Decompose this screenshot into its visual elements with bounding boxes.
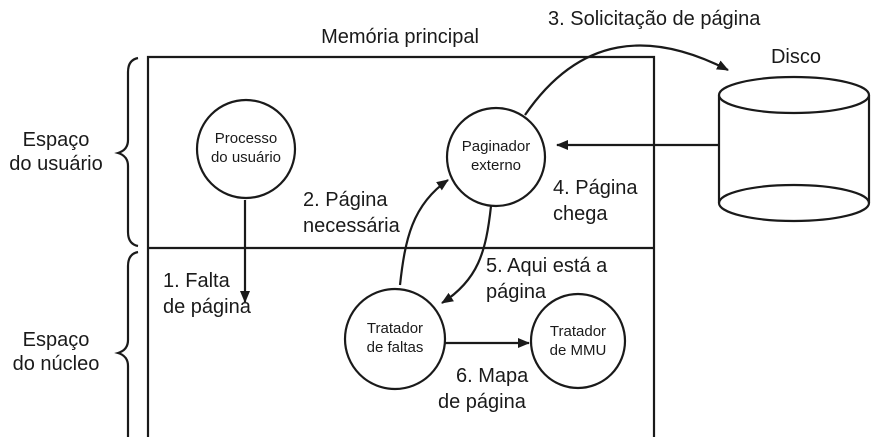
fault-handler-label-1: Tratador	[367, 320, 423, 337]
mmu-handler-node	[529, 292, 627, 390]
user-process-node	[195, 98, 297, 200]
fault-handler-node	[343, 287, 447, 391]
kernel-space-label-1: Espaço	[23, 329, 90, 351]
user-process-label-1: Processo	[215, 130, 278, 147]
disk-cylinder	[717, 75, 871, 223]
step-2-label-2: necessária	[303, 215, 401, 237]
user-space-label-1: Espaço	[23, 129, 90, 151]
user-space-label-2: do usuário	[9, 153, 102, 175]
step-6-label-2: de página	[438, 391, 527, 413]
step-5-label-2: página	[486, 281, 547, 303]
external-pager-label-1: Paginador	[462, 138, 530, 155]
step-3-label: 3. Solicitação de página	[548, 8, 761, 30]
external-pager-node	[445, 106, 547, 208]
disk-label: Disco	[771, 46, 821, 68]
step-1-label-1: 1. Falta	[163, 270, 231, 292]
user-process-label-2: do usuário	[211, 149, 281, 166]
fault-handler-label-2: de faltas	[367, 339, 424, 356]
step-4-label-1: 4. Página	[553, 177, 638, 199]
kernel-space-label-2: do núcleo	[13, 353, 100, 375]
arrow-page-request	[524, 44, 729, 116]
main-memory-title: Memória principal	[321, 26, 479, 48]
mmu-handler-label-1: Tratador	[550, 323, 606, 340]
arrow-page-needed	[398, 179, 449, 286]
kernel-space-brace	[114, 250, 139, 437]
step-1-label-2: de página	[163, 296, 252, 318]
step-2-label-1: 2. Página	[303, 189, 388, 211]
arrow-here-is-page	[441, 205, 493, 304]
user-space-brace	[114, 56, 139, 248]
step-5-label-1: 5. Aqui está a	[486, 255, 608, 277]
mmu-handler-label-2: de MMU	[550, 342, 607, 359]
external-pager-label-2: externo	[471, 157, 521, 174]
step-6-label-1: 6. Mapa	[456, 365, 529, 387]
step-4-label-2: chega	[553, 203, 608, 225]
